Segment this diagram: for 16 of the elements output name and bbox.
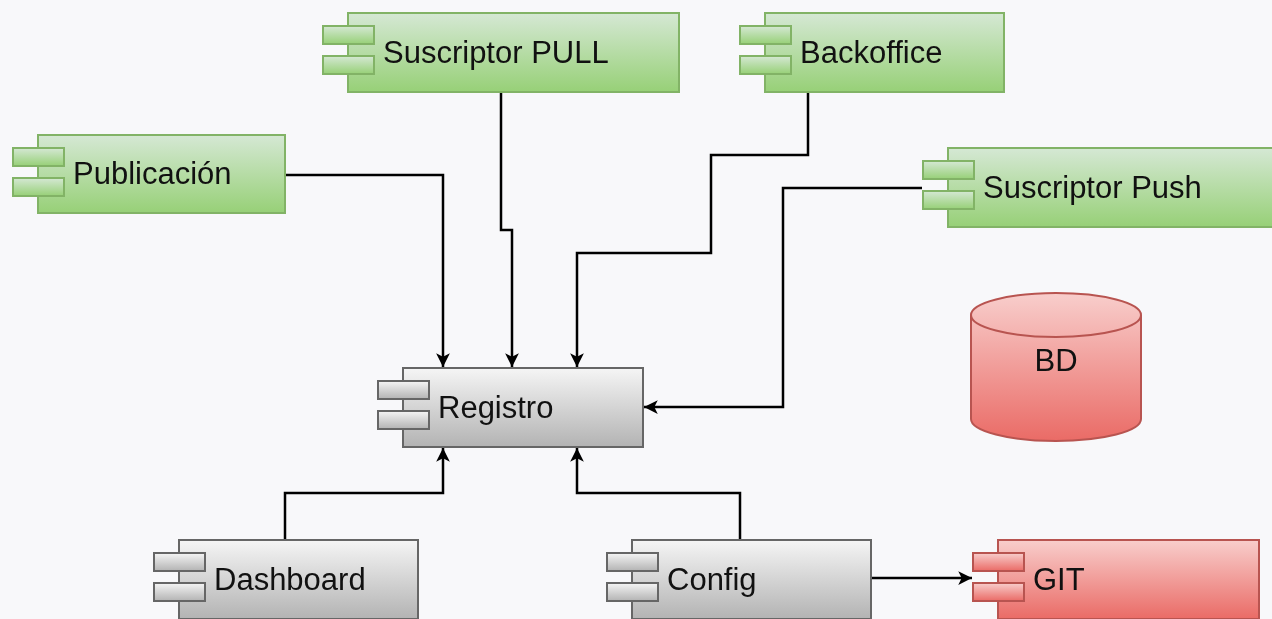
arrow [644,186,922,414]
component-label: Publicación [73,158,232,189]
arrow [570,93,810,367]
component-label: Dashboard [214,563,366,595]
arrow [283,448,450,539]
component-label: Suscriptor PULL [383,36,609,68]
component-label: Backoffice [800,36,943,68]
component-label: GIT [1033,563,1085,595]
arrow [570,448,742,539]
arrow [499,93,519,367]
arrow [872,571,972,585]
component-label: Suscriptor Push [983,171,1202,203]
component-label: Config [667,563,757,595]
arrow [286,173,450,367]
component-label: BD [1033,345,1079,376]
component-label: Registro [438,391,554,423]
